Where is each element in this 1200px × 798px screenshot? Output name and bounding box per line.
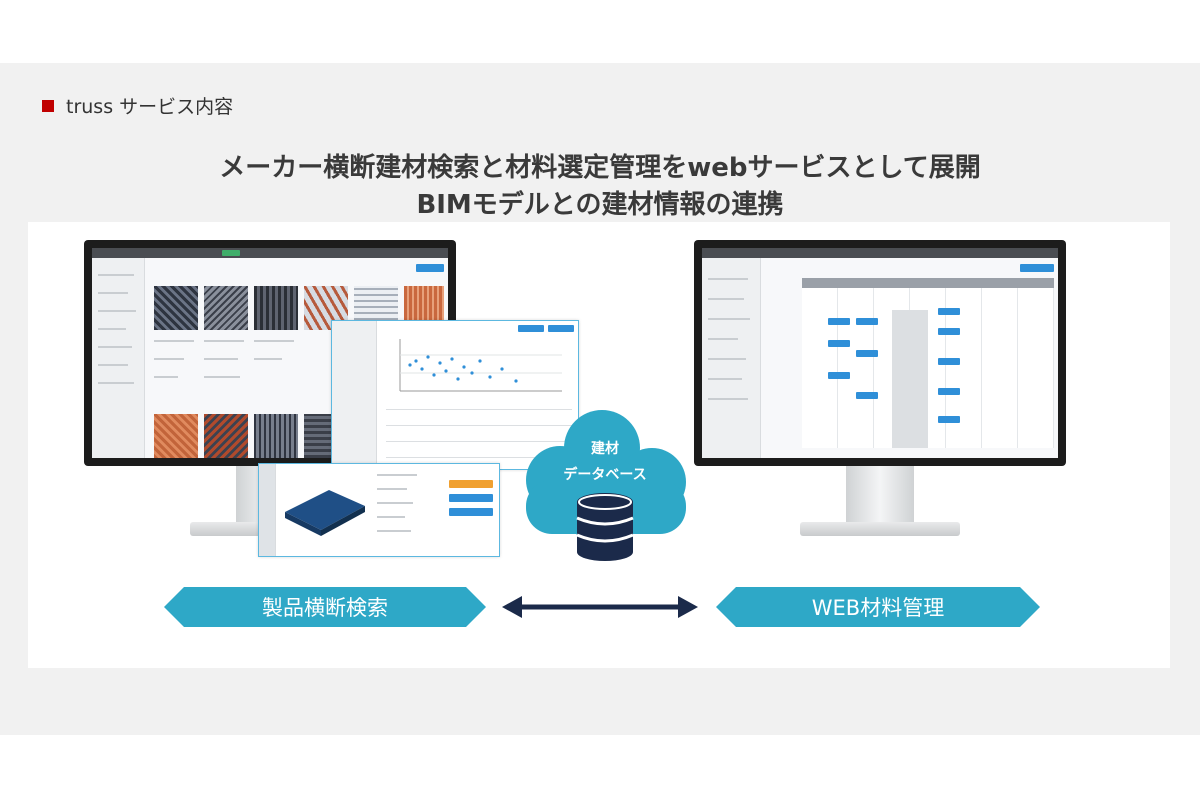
database-icon [576, 493, 634, 561]
right-app-header [702, 248, 1058, 258]
right-monitor-stand-neck [846, 462, 914, 524]
product-spec-row [377, 502, 413, 504]
product-3d-preview [285, 490, 365, 536]
section-heading: truss サービス内容 [42, 92, 233, 119]
right-sidebar-line [708, 298, 744, 300]
headline-line-1: メーカー横断建材検索と材料選定管理をwebサービスとして展開 [219, 153, 981, 183]
product-caption-line [154, 376, 178, 378]
product-detail-window [258, 463, 500, 557]
schedule-cell-blue [938, 416, 960, 423]
schedule-grid-header [802, 278, 1054, 288]
product-detail-thumbnails [259, 464, 276, 556]
left-filter-line [98, 382, 134, 384]
left-filter-line [98, 346, 132, 348]
analysis-table-row [386, 409, 572, 410]
product-spec-row [377, 530, 411, 532]
analysis-window [331, 320, 579, 470]
product-action-button [449, 480, 493, 488]
product-spec-row [377, 488, 407, 490]
left-app-filter-sidebar [92, 258, 145, 458]
schedule-cell-blue [856, 350, 878, 357]
schedule-grid [802, 288, 1054, 448]
material-thumbnail [254, 286, 298, 330]
right-sidebar-line [708, 398, 748, 400]
analysis-window-button [548, 325, 574, 332]
product-caption-line [154, 358, 184, 360]
schedule-cell-blue [938, 308, 960, 315]
product-action-button [449, 494, 493, 502]
double-arrow-icon [502, 596, 698, 618]
product-caption-line [254, 340, 294, 342]
right-app-top-right-button [1020, 264, 1054, 272]
schedule-cell-blue [938, 358, 960, 365]
left-filter-line [98, 328, 126, 330]
schedule-grey-column [892, 310, 928, 448]
database-cloud: 建材 データベース [512, 408, 698, 561]
right-monitor-stand-base [800, 522, 960, 536]
section-marker-icon [42, 99, 54, 112]
right-sidebar-line [708, 358, 746, 360]
headline-line-2: BIMモデルとの建材情報の連携 [416, 190, 784, 220]
cloud-label-line-2: データベース [563, 467, 647, 483]
schedule-cell-blue [938, 388, 960, 395]
schedule-cell-blue [938, 328, 960, 335]
schedule-cell-blue [828, 340, 850, 347]
cross-search-ribbon: 製品横断検索 [164, 587, 486, 627]
product-spec-row [377, 516, 405, 518]
schedule-cell-blue [856, 318, 878, 325]
analysis-window-button [518, 325, 544, 332]
material-thumbnail [204, 286, 248, 330]
material-thumbnail [154, 286, 198, 330]
left-filter-line [98, 274, 134, 276]
right-monitor [694, 240, 1066, 540]
product-caption-line [204, 340, 244, 342]
material-thumbnail [254, 414, 298, 458]
product-caption-line [154, 340, 194, 342]
scatter-plot-thumbnail [399, 339, 562, 392]
right-sidebar-line [708, 318, 750, 320]
analysis-table-row [386, 441, 572, 442]
web-material-ribbon: WEB材料管理 [716, 587, 1040, 627]
left-app-top-right-button [416, 264, 444, 272]
right-sidebar-line [708, 278, 748, 280]
left-filter-line [98, 292, 128, 294]
product-spec-row [377, 474, 417, 476]
product-caption-line [204, 358, 238, 360]
cloud-label-line-1: 建材 [591, 441, 619, 457]
schedule-cell-blue [828, 318, 850, 325]
left-app-header [92, 248, 448, 258]
analysis-table-row [386, 457, 572, 458]
product-action-button [449, 508, 493, 516]
analysis-window-sidebar [332, 321, 377, 469]
material-thumbnail [154, 414, 198, 458]
product-caption-line [254, 358, 282, 360]
right-sidebar-line [708, 378, 742, 380]
analysis-table-row [386, 425, 572, 426]
left-filter-line [98, 364, 128, 366]
schedule-cell-blue [828, 372, 850, 379]
material-thumbnail [204, 414, 248, 458]
section-heading-text: truss サービス内容 [66, 96, 234, 118]
schedule-cell-blue [856, 392, 878, 399]
right-monitor-screen [702, 248, 1058, 458]
left-app-header-button [222, 250, 240, 256]
left-filter-line [98, 310, 136, 312]
product-caption-line [204, 376, 240, 378]
right-sidebar-line [708, 338, 738, 340]
